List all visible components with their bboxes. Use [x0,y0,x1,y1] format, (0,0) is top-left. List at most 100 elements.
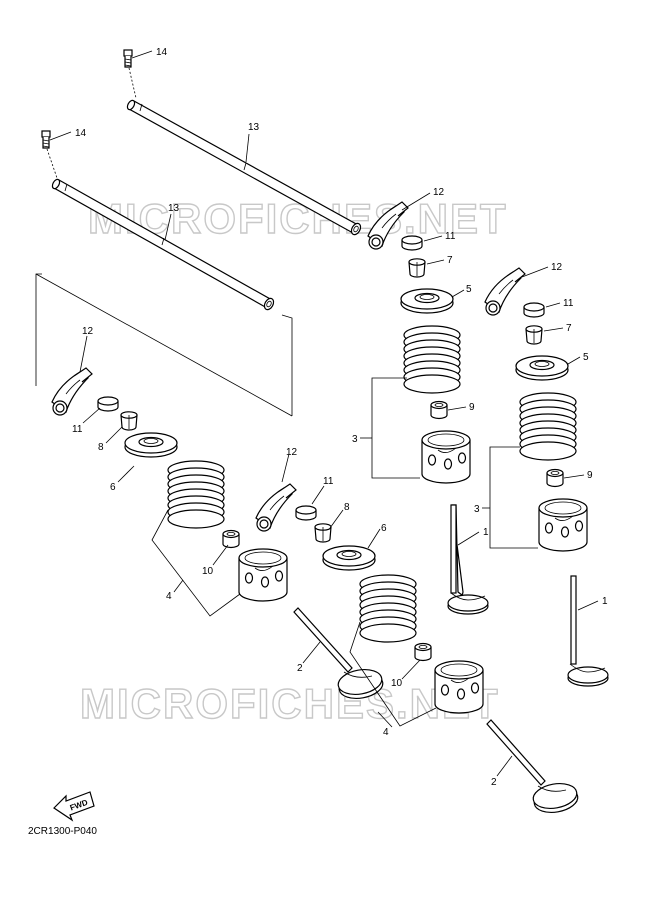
valve-spring-middle [359,574,417,643]
group-bracket-4-left [151,509,241,617]
adjusting-pad-left [97,396,119,412]
valve-cotter-left [120,411,138,431]
callout-14-upper: 14 [156,47,168,58]
spring-retainer-middle [322,545,376,571]
leader-11-middle [311,485,325,505]
valve-lifter-middle [434,660,484,714]
stem-seal-top-right [546,468,564,488]
forward-direction-icon: FWD [53,791,95,822]
valve-cotter-middle [314,523,332,543]
callout-2-left: 2 [297,663,303,674]
bolt-upper-axis [128,67,137,99]
group-bracket-left-diagonal [35,273,293,417]
callout-3-center: 3 [352,434,358,445]
leader-14-upper [131,50,153,59]
callout-11-top-right: 11 [563,298,574,309]
callout-13-lower: 13 [168,203,180,214]
leader-12-middle [281,453,290,483]
leader-13-upper [245,133,250,163]
leader-6-left [117,465,135,483]
leader-4-left [173,579,184,593]
callout-4-left: 4 [166,591,172,602]
callout-13-upper: 13 [248,122,260,133]
group-bracket-3-right [489,446,538,549]
callout-3-right: 3 [474,504,480,515]
leader-1-top-center [457,531,480,546]
rocker-arm-middle [255,483,297,532]
bolt-upper [123,49,133,68]
spring-retainer-top-right [515,355,569,381]
leader-7-top-center [426,259,445,265]
valve-spring-top-center [403,325,461,394]
callout-11-middle: 11 [323,476,334,487]
callout-5-top-right: 5 [583,352,589,363]
leader-11-top-right [545,302,561,308]
callout-12-left: 12 [82,326,94,337]
leader-2-middle [496,755,513,777]
callout-14-lower: 14 [75,128,87,139]
bolt-lower-axis [46,148,58,179]
group-bracket-4-middle [349,621,437,727]
callout-6-left: 6 [110,482,116,493]
callout-8-left: 8 [98,442,104,453]
bolt-lower [41,130,51,149]
callout-5-top-center: 5 [466,284,472,295]
valve-spring-left [167,460,225,529]
rocker-arm-top-right [484,267,526,316]
watermark-bottom: MICROFICHES.NET [80,680,500,727]
leader-10-left [212,544,229,566]
callout-9-top-center: 9 [469,402,475,413]
group-bracket-right [281,314,293,416]
callout-11-left: 11 [72,424,83,435]
leader-12-left [79,335,88,373]
valve-top-center [447,504,489,615]
group-bracket-left [35,273,42,386]
valve-lifter-top-center [421,430,471,484]
leader-4-middle [377,711,393,728]
leader-11-top-center [423,235,443,242]
leader-9-top-center [447,406,467,411]
valve-lifter-top-right [538,498,588,552]
valve-lifter-left [238,548,288,602]
callout-9-top-right: 9 [587,470,593,481]
leader-12-top-right [521,266,549,278]
leader-1-top-right [577,600,599,611]
callout-6-middle: 6 [381,523,387,534]
callout-11-top-center: 11 [445,231,456,242]
callout-8-middle: 8 [344,502,350,513]
adjusting-pad-middle [295,505,317,521]
spring-retainer-left [124,432,178,458]
leader-8-middle [329,509,344,529]
valve-cotter-top-right [525,325,543,345]
leader-8-left [105,426,123,444]
rocker-shaft-lower [51,178,275,311]
group-bracket-3-center [371,377,420,479]
stem-seal-middle [414,642,432,662]
rocker-arm-left [51,367,93,416]
valve-top-right [567,575,609,687]
valve-left [293,607,384,700]
leader-12-top-center [401,192,431,211]
stem-seal-left [222,529,240,549]
leader-14-lower [49,131,72,141]
callout-12-middle: 12 [286,447,298,458]
leader-11-left [82,407,101,424]
leader-5-top-right [567,356,581,365]
callout-12-top-right: 12 [551,262,563,273]
callout-1-top-center: 1 [483,527,489,538]
callout-10-left: 10 [202,566,214,577]
diagram-code: 2CR1300-P040 [28,826,97,837]
leader-13-lower [164,213,172,241]
callout-2-middle: 2 [491,777,497,788]
leader-5-top-center [451,289,465,298]
callout-7-top-center: 7 [447,255,453,266]
valve-middle [486,719,579,814]
adjusting-pad-top-center [401,235,423,251]
rocker-shaft-upper [126,99,362,236]
leader-9-top-right [563,474,585,479]
callout-10-middle: 10 [391,678,403,689]
leader-6-middle [367,528,381,549]
valve-cotter-top-center [408,258,426,278]
callout-4-middle: 4 [383,727,389,738]
